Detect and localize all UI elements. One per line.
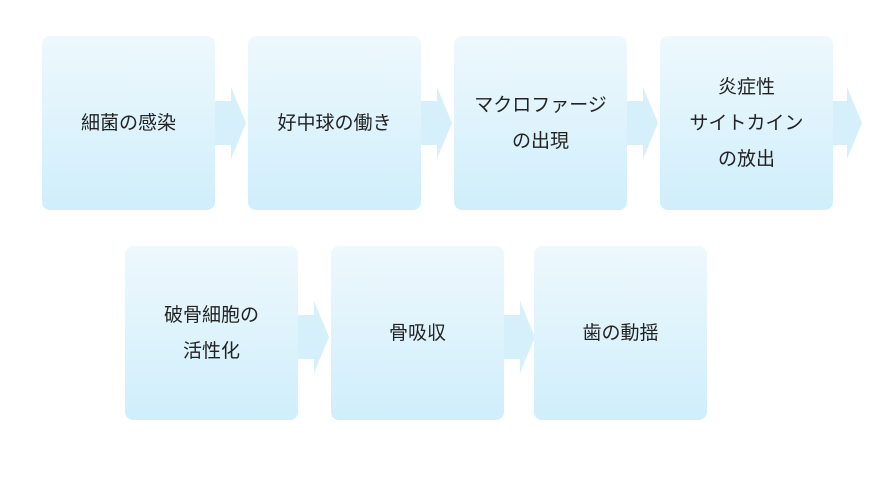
step-cytokine-release: 炎症性 サイトカイン の放出 [660, 36, 833, 210]
step-tooth-mobility: 歯の動揺 [534, 246, 707, 420]
step-bone-resorption: 骨吸収 [331, 246, 504, 420]
step-neutrophil-action: 好中球の働き [248, 36, 421, 210]
step-macrophage-appearance: マクロファージ の出現 [454, 36, 627, 210]
step-bacterial-infection: 細菌の感染 [42, 36, 215, 210]
step-osteoclast-activation: 破骨細胞の 活性化 [125, 246, 298, 420]
